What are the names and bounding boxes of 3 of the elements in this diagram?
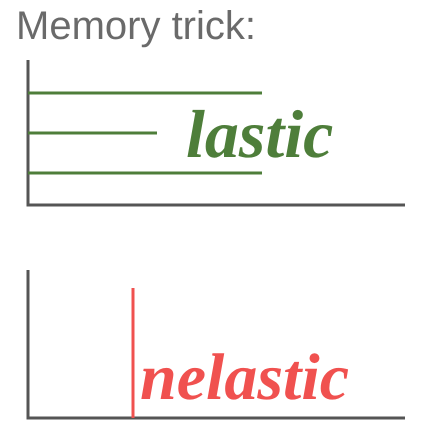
word-label: lastic <box>186 100 334 168</box>
word-label: nelastic <box>140 345 349 411</box>
title-text: Memory trick: <box>16 3 256 50</box>
